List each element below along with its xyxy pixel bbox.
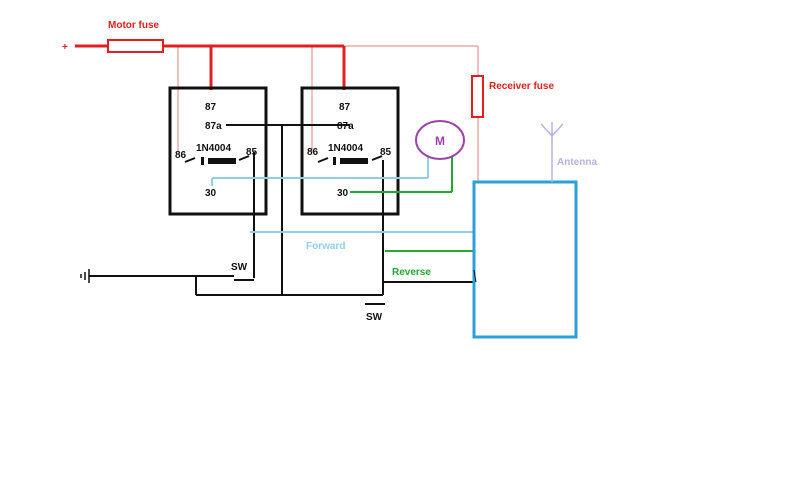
diode-2-body: [340, 158, 368, 164]
relay-2-pin-87: 87: [339, 102, 351, 113]
receiver-fuse: [471, 75, 484, 118]
motor-power-wires: [75, 44, 346, 90]
diode-2-band: [333, 157, 336, 165]
relay-2-pin-87a: 87a: [337, 121, 354, 132]
antenna-icon: [540, 122, 564, 182]
diode-1-band: [201, 157, 204, 165]
motor-fuse: [107, 39, 164, 53]
receiver-input-tick: [473, 269, 477, 283]
relay-1-pin-87: 87: [205, 102, 217, 113]
motor-symbol: [415, 120, 465, 160]
forward-wires: [211, 147, 475, 233]
relay-1-pin-87a: 87a: [205, 121, 222, 132]
reverse-wires: [350, 147, 475, 252]
antenna-label: Antenna: [557, 157, 597, 168]
relay-1-pin-86: 86: [175, 150, 187, 161]
receiver-box: [472, 180, 578, 339]
motor-label: M: [435, 134, 445, 148]
relay-2-pin-30: 30: [337, 188, 349, 199]
relay-1-pin-85: 85: [246, 147, 258, 158]
reverse-label: Reverse: [392, 267, 431, 278]
diode-1-body: [208, 158, 236, 164]
switch-label-bottom: SW: [366, 312, 383, 323]
plus-label: +: [62, 42, 68, 53]
switch-label-left: SW: [231, 262, 248, 273]
ground-and-switch-wires: [89, 124, 475, 305]
relay-2-pin-85: 85: [380, 147, 392, 158]
relay-1-pin-30: 30: [205, 188, 217, 199]
relay-2-diode-label: 1N4004: [328, 143, 363, 154]
receiver-fuse-label: Receiver fuse: [489, 81, 554, 92]
motor-fuse-label: Motor fuse: [108, 20, 160, 31]
relay-2-box: [300, 86, 400, 216]
relay-1-diode-label: 1N4004: [196, 143, 231, 154]
ground-symbol: [80, 269, 90, 283]
forward-label: Forward: [306, 241, 345, 252]
relay-1-box: [168, 86, 268, 216]
relay-2-pin-86: 86: [307, 147, 319, 158]
